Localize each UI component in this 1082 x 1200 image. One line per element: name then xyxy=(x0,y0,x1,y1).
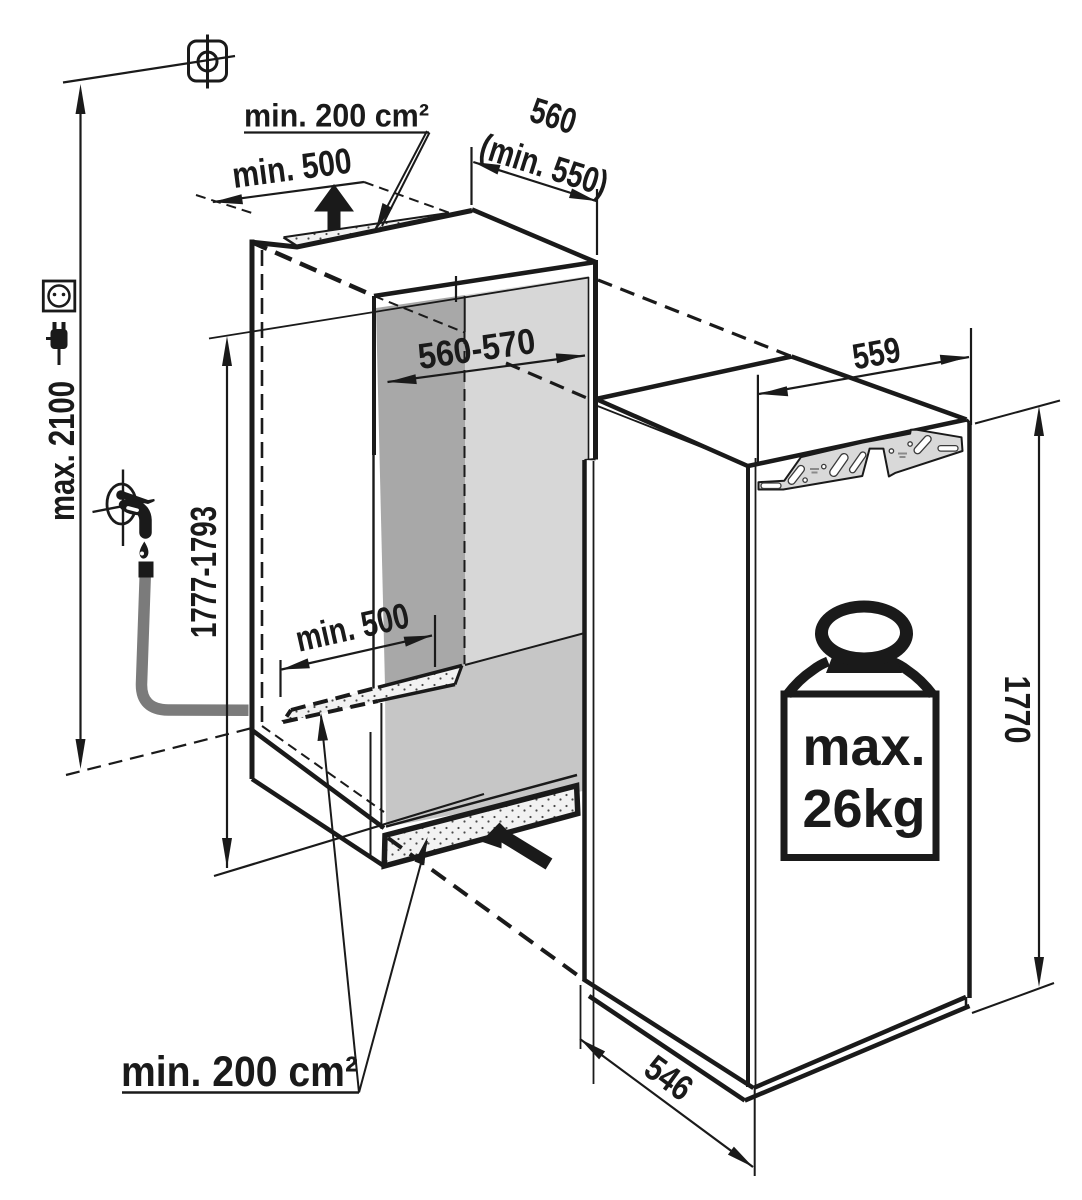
svg-text:min. 200 cm²: min. 200 cm² xyxy=(121,1048,358,1096)
svg-text:min. 200 cm²: min. 200 cm² xyxy=(244,98,429,134)
svg-text:1770: 1770 xyxy=(997,676,1038,744)
svg-text:1777-1793: 1777-1793 xyxy=(183,506,224,638)
svg-text:26kg: 26kg xyxy=(802,779,925,839)
svg-text:max. 2100: max. 2100 xyxy=(41,381,82,521)
svg-text:max.: max. xyxy=(802,717,925,777)
svg-text:559: 559 xyxy=(849,329,903,378)
